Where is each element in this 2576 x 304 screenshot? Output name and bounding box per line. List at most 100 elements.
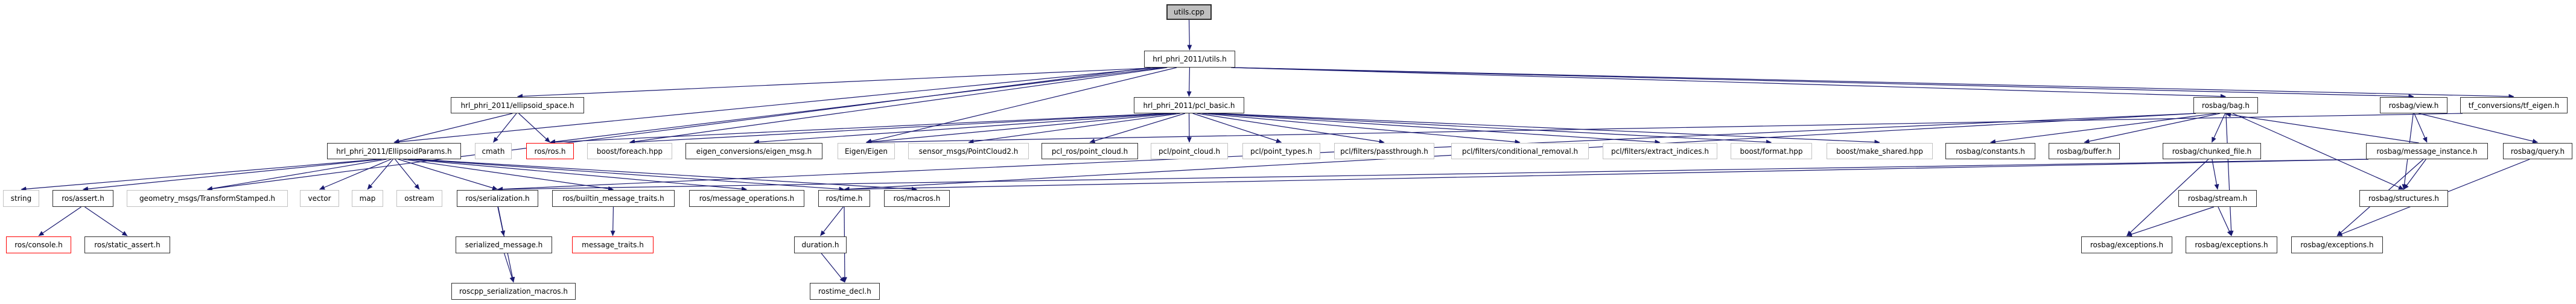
include-edge-stream-exceptions1	[2126, 206, 2215, 237]
graph-node-ostream: ostream	[396, 190, 442, 207]
graph-node-foreach: boost/foreach.hpp	[587, 143, 672, 159]
graph-node-stream[interactable]: rosbag/stream.h	[2178, 190, 2257, 207]
include-edge-builtin_mt-message_traits	[610, 206, 615, 236]
include-edge-msg_instance-bag	[2225, 112, 2419, 144]
include-edge-bag-chunked	[2211, 113, 2226, 143]
graph-node-format: boost/format.hpp	[1731, 143, 1812, 159]
include-edge-time-duration	[820, 206, 844, 236]
graph-node-message_traits[interactable]: message_traits.h	[572, 236, 654, 253]
graph-node-cond_removal: pcl/filters/conditional_removal.h	[1451, 143, 1589, 159]
include-edge-ellipsoid_params-ostream	[395, 159, 420, 190]
graph-node-assert[interactable]: ros/assert.h	[52, 190, 113, 207]
graph-node-ellipsoid_space[interactable]: hrl_phri_2011/ellipsoid_space.h	[451, 97, 584, 113]
graph-node-utils_cpp: utils.cpp	[1166, 4, 1212, 20]
include-edge-utils_h-pcl_basic	[1186, 67, 1192, 97]
include-edge-ellipsoid_params-msg_ops	[408, 159, 747, 192]
graph-node-pcl_ros_pc[interactable]: pcl_ros/point_cloud.h	[1042, 143, 1138, 159]
include-edge-utils_h-bag	[1231, 67, 2226, 99]
include-edge-bag-structures	[2233, 113, 2404, 190]
include-edge-assert-console	[38, 206, 81, 236]
include-edge-assert-static_assert	[84, 206, 128, 236]
graph-node-exceptions2[interactable]: rosbag/exceptions.h	[2186, 236, 2277, 253]
graph-node-view[interactable]: rosbag/view.h	[2380, 97, 2447, 113]
graph-node-console[interactable]: ros/console.h	[6, 236, 71, 253]
include-edge-pcl_basic-eigen_msg	[754, 113, 1172, 145]
graph-node-ellipsoid_params[interactable]: hrl_phri_2011/EllipsoidParams.h	[327, 143, 461, 159]
graph-node-make_shared: boost/make_shared.hpp	[1827, 143, 1933, 159]
include-edge-pcl_basic-passthrough	[1197, 113, 1385, 144]
graph-node-msg_ops[interactable]: ros/message_operations.h	[689, 190, 804, 207]
include-edge-ellipsoid_params-assert	[83, 159, 382, 192]
include-edge-ellipsoid_params-builtin_mt	[402, 159, 614, 191]
graph-node-utils_h[interactable]: hrl_phri_2011/utils.h	[1144, 51, 1235, 68]
graph-node-rostime_decl[interactable]: rostime_decl.h	[810, 283, 880, 300]
include-edge-msg_instance-structures	[2403, 159, 2426, 190]
include-edge-ellipsoid_params-string	[21, 159, 380, 192]
include-edge-pcl_basic-ros_ros	[550, 113, 1164, 145]
include-edge-utils_cpp-utils_h	[1187, 19, 1192, 51]
include-edge-utils_h-tf_eigen	[1232, 67, 2514, 99]
graph-node-passthrough: pcl/filters/passthrough.h	[1334, 143, 1434, 159]
include-edge-pcl_basic-pointcloud2	[968, 113, 1180, 144]
include-edge-ellipsoid_params-macros	[415, 159, 917, 192]
graph-node-tf_eigen[interactable]: tf_conversions/tf_eigen.h	[2460, 97, 2568, 113]
include-edge-view-query	[2419, 113, 2538, 144]
include-edge-ellipsoid_space-cmath	[493, 113, 517, 143]
include-edge-pcl_basic-pcl_ros_pc	[1089, 113, 1186, 144]
graph-node-eigen: Eigen/Eigen	[838, 143, 895, 159]
include-edge-utils_h-foreach	[629, 67, 1168, 144]
graph-node-constants[interactable]: rosbag/constants.h	[1945, 143, 2035, 159]
graph-node-chunked[interactable]: rosbag/chunked_file.h	[2163, 143, 2261, 159]
include-edge-msg_instance-time	[844, 159, 2369, 192]
graph-node-extract_indices: pcl/filters/extract_indices.h	[1603, 143, 1717, 159]
include-edge-tf_eigen-eigen	[866, 113, 2463, 145]
include-edge-ellipsoid_params-serialization	[398, 159, 498, 191]
graph-node-transform_stamped: geometry_msgs/TransformStamped.h	[127, 190, 288, 207]
graph-node-builtin_mt[interactable]: ros/builtin_message_traits.h	[552, 190, 675, 207]
include-edge-pcl_basic-cond_removal	[1202, 113, 1521, 145]
graph-node-serialized_msg[interactable]: serialized_message.h	[456, 236, 552, 253]
include-edge-utils_h-ellipsoid_params	[393, 67, 1158, 145]
graph-node-msg_instance[interactable]: rosbag/message_instance.h	[2366, 143, 2488, 159]
include-edge-pcl_basic-format	[1212, 113, 1772, 145]
include-edge-ellipsoid_space-ellipsoid_params	[393, 113, 513, 144]
graph-node-exceptions1[interactable]: rosbag/exceptions.h	[2081, 236, 2172, 253]
include-edge-chunked-exceptions1	[2126, 159, 2209, 236]
graph-node-static_assert[interactable]: ros/static_assert.h	[84, 236, 170, 253]
include-edge-view-msg_instance	[2414, 113, 2428, 143]
include-edge-utils_h-view	[1232, 67, 2414, 99]
include-edge-msg_instance-serialization	[497, 159, 2369, 192]
graph-node-serialization[interactable]: ros/serialization.h	[457, 190, 538, 207]
graph-node-ser_macros[interactable]: roscpp_serialization_macros.h	[451, 283, 576, 300]
include-edge-bag-exceptions2	[2225, 113, 2234, 236]
include-edge-pcl_basic-pcl_pt	[1192, 113, 1282, 144]
graph-node-bag[interactable]: rosbag/bag.h	[2193, 97, 2258, 113]
include-edge-ellipsoid_params-time	[412, 159, 845, 192]
include-edge-utils_h-ellipsoid_space	[517, 67, 1163, 99]
include-edge-stream-exceptions2	[2218, 206, 2232, 236]
include-edge-ellipsoid_params-transform_stamped	[207, 159, 387, 191]
graph-node-duration[interactable]: duration.h	[794, 236, 847, 253]
graph-node-buffer[interactable]: rosbag/buffer.h	[2049, 143, 2120, 159]
graph-node-cmath: cmath	[475, 143, 512, 159]
include-edge-pcl_basic-make_shared	[1216, 113, 1880, 145]
graph-node-pcl_pt: pcl/point_types.h	[1242, 143, 1320, 159]
include-edge-pcl_basic-foreach	[629, 113, 1167, 145]
include-edge-pcl_basic-eigen	[866, 113, 1177, 145]
graph-node-pointcloud2: sensor_msgs/PointCloud2.h	[908, 143, 1029, 159]
graph-node-macros[interactable]: ros/macros.h	[884, 190, 950, 207]
graph-node-query[interactable]: rosbag/query.h	[2503, 143, 2572, 159]
graph-node-map: map	[352, 190, 383, 207]
graph-node-time[interactable]: ros/time.h	[818, 190, 870, 207]
graph-node-pcl_basic[interactable]: hrl_phri_2011/pcl_basic.h	[1134, 97, 1244, 113]
include-edge-serialized_msg-ser_macros	[504, 253, 515, 283]
graph-node-exceptions3[interactable]: rosbag/exceptions.h	[2291, 236, 2383, 253]
graph-node-structures[interactable]: rosbag/structures.h	[2359, 190, 2448, 207]
include-edge-utils_h-transform_stamped	[207, 67, 1151, 191]
include-edge-duration-rostime_decl	[821, 253, 845, 283]
graph-node-eigen_msg[interactable]: eigen_conversions/eigen_msg.h	[685, 143, 822, 159]
include-edge-utils_h-ros_ros	[550, 67, 1165, 144]
include-edge-utils_h-eigen	[866, 67, 1177, 144]
graph-node-ros_ros[interactable]: ros/ros.h	[526, 143, 574, 159]
